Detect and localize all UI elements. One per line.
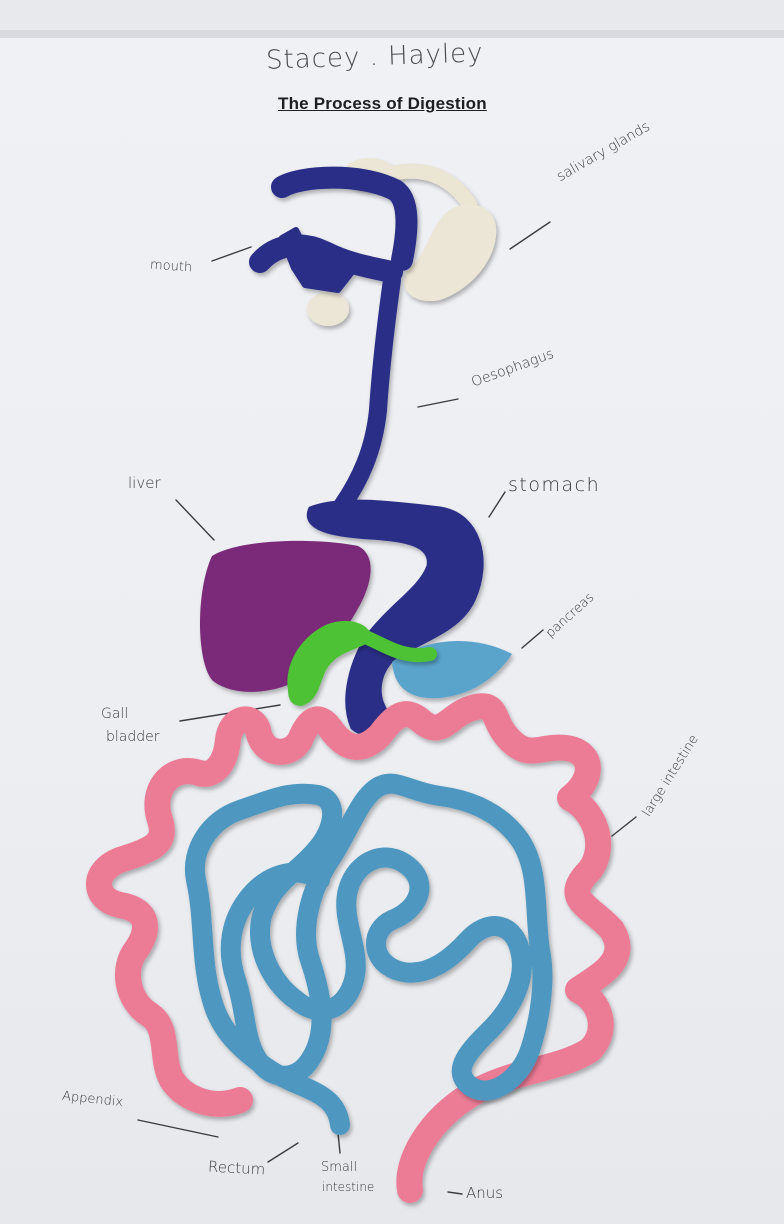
label-anus: Anus: [466, 1184, 504, 1202]
small-intestine: [184, 773, 553, 1135]
label-liver: liver: [128, 474, 161, 492]
salivary-gland-large: [404, 204, 497, 302]
liver-line: [175, 499, 215, 541]
mouth-upper: [271, 166, 418, 271]
label-gall-bladder-line2: bladder: [106, 729, 160, 745]
page-title: The Process of Digestion: [278, 94, 487, 113]
gall-bladder-duct: [345, 625, 437, 663]
gall-bladder-body: [287, 620, 372, 706]
mouth-line: [211, 246, 252, 262]
rectum-line: [267, 1142, 299, 1163]
label-gall-bladder-line1: Gall: [101, 706, 129, 722]
paper-top-edge: [0, 30, 784, 38]
label-stomach: stomach: [508, 474, 601, 496]
oesophagus-line: [417, 398, 459, 408]
large-intestine: [86, 693, 631, 1203]
label-rectum: Rectum: [207, 1157, 266, 1179]
pointer-lines: [137, 221, 637, 1195]
small-intestine-line: [337, 1132, 341, 1154]
mouth-tongue: [279, 227, 355, 293]
gall-bladder: [287, 620, 437, 706]
salivary-gland-lower: [307, 292, 349, 326]
stomach-line: [488, 491, 506, 518]
large-intestine-line: [611, 816, 637, 837]
label-small-intestine-line1: Small: [321, 1160, 358, 1175]
liver: [200, 540, 371, 692]
oesophagus: [333, 271, 401, 515]
pancreas-line: [521, 629, 544, 649]
appendix-line: [137, 1119, 219, 1138]
label-small-intestine-line2: intestine: [322, 1180, 375, 1194]
label-mouth: mouth: [149, 257, 193, 276]
anus-line: [447, 1191, 463, 1195]
salivary-line: [509, 221, 551, 250]
